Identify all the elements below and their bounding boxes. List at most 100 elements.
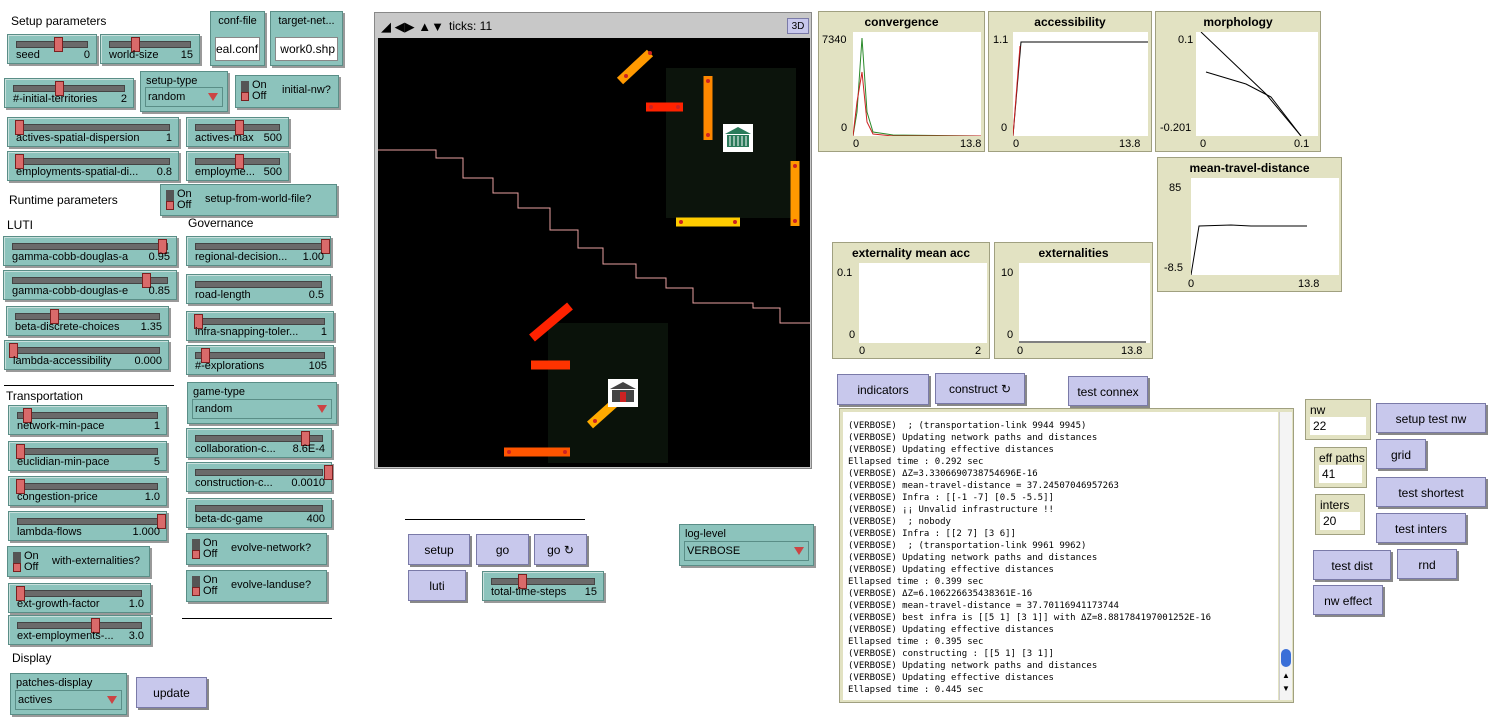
slider-thumb[interactable] — [321, 239, 330, 254]
indicators-button[interactable]: indicators — [837, 374, 929, 405]
test-shortest-button[interactable]: test shortest — [1376, 477, 1486, 507]
slider-thumb[interactable] — [235, 154, 244, 169]
log-line: (VERBOSE) Updating effective distances — [848, 565, 1054, 575]
slider-thumb[interactable] — [131, 37, 140, 52]
scrollbar-thumb[interactable] — [1281, 649, 1291, 667]
ext-employments-slider[interactable]: ext-employments-...3.0 — [8, 615, 151, 645]
slider-thumb[interactable] — [55, 81, 64, 96]
slider-thumb[interactable] — [235, 120, 244, 135]
slider-thumb[interactable] — [16, 479, 25, 494]
infra-snapping-tolerance-slider[interactable]: infra-snapping-toler...1 — [186, 311, 334, 341]
collaboration-cost-slider[interactable]: collaboration-c...8.6E-4 — [186, 428, 332, 458]
slider-thumb[interactable] — [157, 514, 166, 529]
grid-button[interactable]: grid — [1376, 439, 1426, 469]
go-button[interactable]: go — [476, 534, 529, 565]
test-inters-button[interactable]: test inters — [1376, 513, 1466, 543]
log-line: (VERBOSE) Updating effective distances — [848, 625, 1054, 635]
output-log[interactable]: (VERBOSE) ; (transportation-link 9944 99… — [843, 412, 1278, 700]
game-type-select[interactable]: random — [192, 399, 332, 419]
test-dist-button[interactable]: test dist — [1313, 550, 1391, 580]
3d-view-button[interactable]: 3D — [787, 18, 809, 34]
toggle[interactable] — [241, 81, 249, 101]
slider-thumb[interactable] — [15, 154, 24, 169]
view-controls[interactable]: ◢ ◀▶ ▲▼ — [381, 19, 444, 34]
luti-button[interactable]: luti — [408, 570, 466, 601]
slider-thumb[interactable] — [54, 37, 63, 52]
slider-thumb[interactable] — [324, 465, 333, 480]
slider-thumb[interactable] — [201, 348, 210, 363]
accessibility-plot: accessibility 1.1 0 0 13.8 — [988, 11, 1152, 152]
scroll-up-icon[interactable]: ▲ — [1282, 671, 1290, 680]
world-canvas[interactable] — [378, 38, 810, 467]
conf-file-field[interactable]: eal.conf — [215, 37, 260, 61]
construction-cost-slider[interactable]: construction-c...0.0010 — [186, 462, 333, 492]
log-line: (VERBOSE) ; (transportation-link 9961 99… — [848, 541, 1087, 551]
target-network-field[interactable]: work0.shp — [275, 37, 338, 61]
forever-icon: ↻ — [1000, 382, 1012, 396]
log-level-select[interactable]: VERBOSE — [684, 541, 809, 561]
slider-thumb[interactable] — [142, 273, 151, 288]
slider-thumb[interactable] — [16, 444, 25, 459]
toggle[interactable] — [13, 552, 21, 572]
toggle[interactable] — [166, 190, 174, 210]
patches-display-select[interactable]: actives — [15, 690, 122, 710]
test-connex-button[interactable]: test connex — [1068, 376, 1148, 406]
construct-button[interactable]: construct ↻ — [935, 373, 1025, 404]
employments-spatial-dispersion-slider[interactable]: employments-spatial-di...0.8 — [7, 151, 179, 181]
scroll-down-icon[interactable]: ▼ — [1282, 684, 1290, 693]
slider-thumb[interactable] — [15, 120, 24, 135]
output-area: (VERBOSE) ; (transportation-link 9944 99… — [839, 408, 1294, 703]
slider-thumb[interactable] — [301, 431, 310, 446]
target-network-input[interactable]: target-net...work0.shp — [270, 11, 343, 66]
toggle[interactable] — [192, 576, 200, 596]
output-scrollbar[interactable]: ▲ ▼ — [1279, 412, 1292, 700]
toggle[interactable] — [192, 539, 200, 559]
nw-effect-button[interactable]: nw effect — [1313, 585, 1383, 615]
slider-thumb[interactable] — [23, 408, 32, 423]
employments-max-slider[interactable]: employme...500 — [186, 151, 289, 181]
slider-thumb[interactable] — [91, 618, 100, 633]
setup-test-nw-button[interactable]: setup test nw — [1376, 403, 1486, 433]
update-button[interactable]: update — [136, 677, 207, 708]
rnd-button[interactable]: rnd — [1397, 549, 1457, 579]
setup-type-select[interactable]: random — [145, 87, 223, 107]
setup-button[interactable]: setup — [408, 534, 470, 565]
slider-thumb[interactable] — [158, 239, 167, 254]
go-forever-button[interactable]: go ↻ — [534, 534, 587, 565]
regional-decision-slider[interactable]: regional-decision...1.00 — [186, 236, 331, 266]
slider-thumb[interactable] — [518, 574, 527, 589]
slider-thumb[interactable] — [9, 343, 18, 358]
slider-thumb[interactable] — [194, 314, 203, 329]
slider-thumb[interactable] — [16, 586, 25, 601]
slider-thumb[interactable] — [50, 309, 59, 324]
